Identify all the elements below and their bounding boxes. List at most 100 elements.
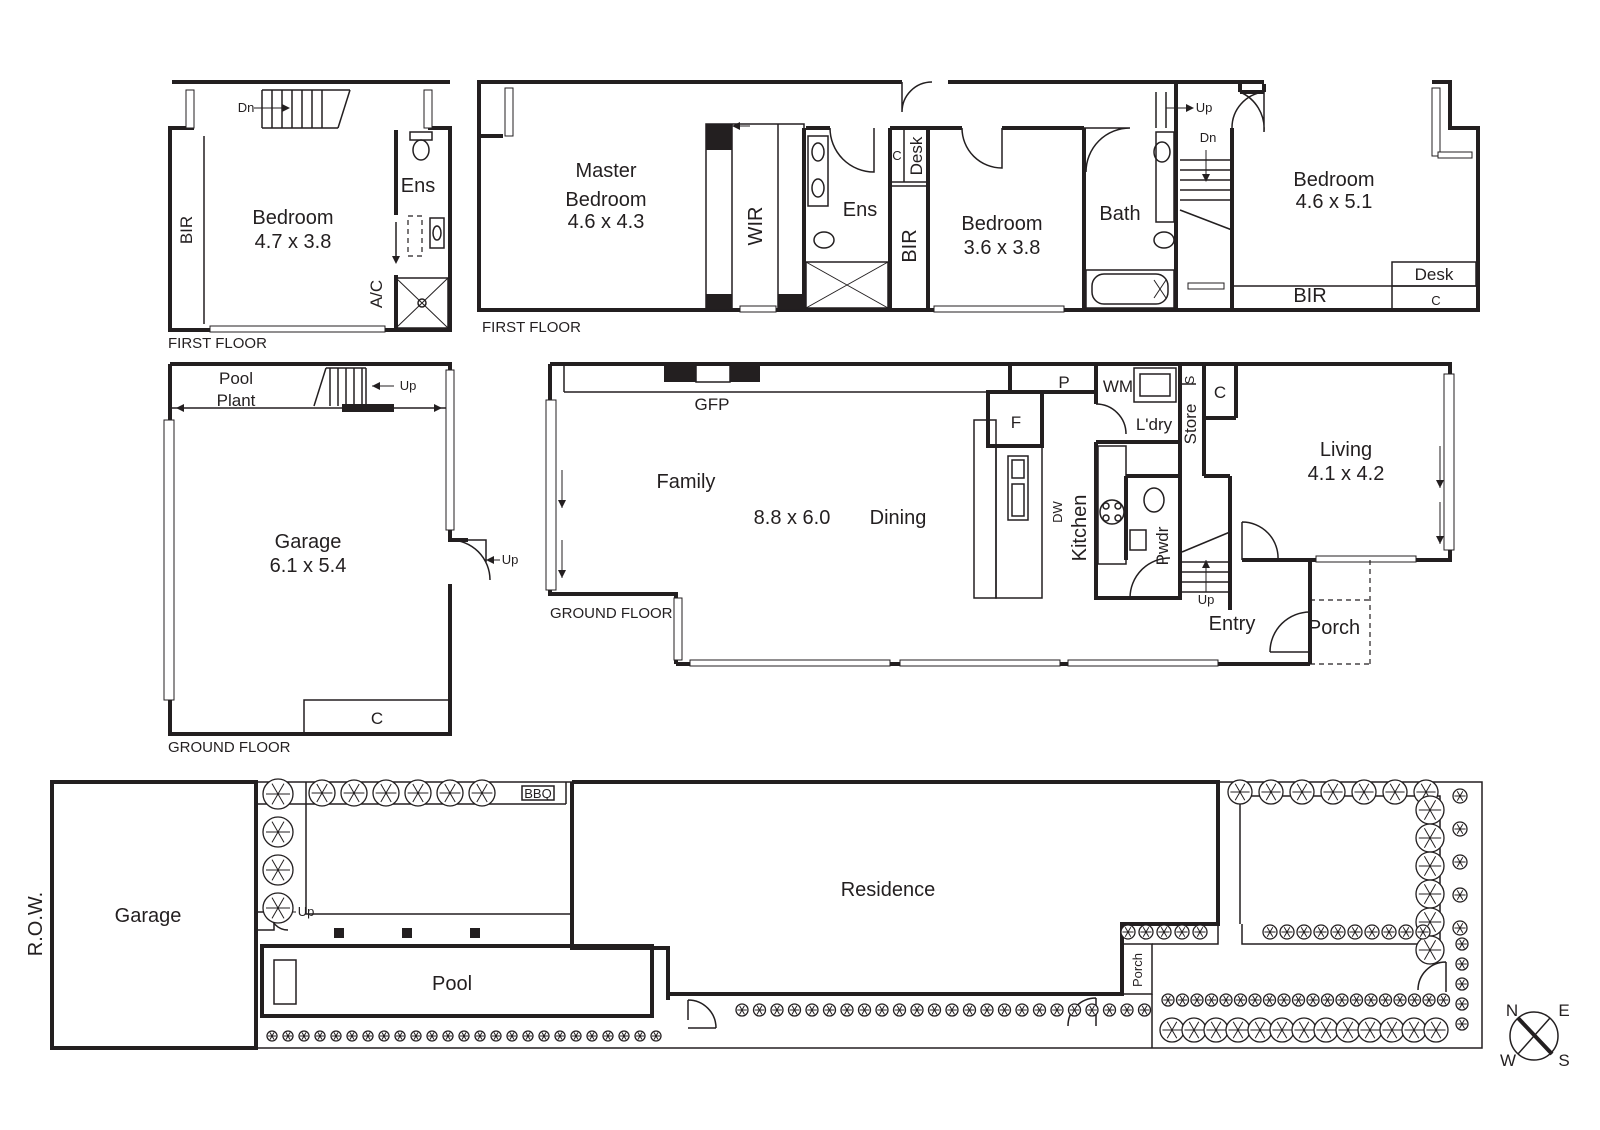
bir-label: BIR <box>177 216 196 244</box>
dw-label: DW <box>1050 500 1065 522</box>
s-label: S <box>1182 375 1197 384</box>
compass-n: N <box>1506 1001 1518 1020</box>
tree-icon <box>1393 993 1407 1007</box>
tree-icon <box>1436 993 1451 1007</box>
compass-e: E <box>1558 1001 1569 1020</box>
tree-icon <box>1455 997 1469 1011</box>
ldry-label: L'dry <box>1136 415 1173 434</box>
tree-icon <box>602 1030 614 1042</box>
tree-icon <box>1085 1003 1099 1017</box>
pwdr-label: Pwdr <box>1153 526 1172 565</box>
tree-icon <box>1313 1017 1339 1043</box>
tree-icon <box>586 1030 598 1042</box>
tree-icon <box>442 1030 454 1042</box>
tree-icon <box>1277 993 1291 1007</box>
tree-icon <box>1291 1017 1317 1043</box>
tree-icon <box>1137 1003 1152 1017</box>
tree-icon <box>962 1003 977 1017</box>
tree-icon <box>857 1003 872 1017</box>
tree-icon <box>618 1030 630 1042</box>
desk-label: Desk <box>907 136 926 175</box>
tree-icon <box>1415 935 1445 965</box>
tree-icon <box>770 1003 784 1017</box>
dining-label: Dining <box>870 507 927 529</box>
bath-label: Bath <box>1099 203 1140 225</box>
garage-size: 6.1 x 5.4 <box>270 555 347 577</box>
porch-label: Porch <box>1308 617 1360 639</box>
tree-icon <box>735 1003 749 1017</box>
tree-icon <box>522 1030 534 1042</box>
tree-icon <box>1269 1017 1295 1043</box>
tree-icon <box>308 779 336 807</box>
tree-icon <box>752 1003 767 1017</box>
tree-icon <box>282 1030 294 1042</box>
tree-icon <box>262 892 294 924</box>
tree-icon <box>1175 993 1190 1007</box>
tree-icon <box>1156 924 1172 940</box>
tree-icon <box>1190 993 1204 1007</box>
c-label: C <box>1214 383 1226 402</box>
tree-icon <box>330 1030 342 1042</box>
up-label: Up <box>298 904 315 919</box>
tree-icon <box>1347 924 1363 940</box>
dn-label: Dn <box>1200 130 1217 145</box>
tree-icon <box>1306 993 1320 1007</box>
entry-label: Entry <box>1209 613 1256 635</box>
tree-icon <box>1452 788 1468 804</box>
tree-icon <box>787 1003 802 1017</box>
tree-icon <box>1227 779 1253 805</box>
tree-icon <box>378 1030 390 1042</box>
garage-ground-floor-plan: Up Pool Plant Up C Garage 6.1 x 5.4 GROU… <box>163 362 518 756</box>
garden-trees <box>262 778 1469 1043</box>
bir2-label: BIR <box>1293 285 1326 307</box>
tree-icon <box>426 1030 438 1042</box>
tree-icon <box>1161 993 1175 1007</box>
tree-icon <box>1452 854 1468 870</box>
tree-icon <box>1351 779 1377 805</box>
tree-icon <box>1364 993 1378 1007</box>
c-label: C <box>371 709 383 728</box>
tree-icon <box>910 1003 924 1017</box>
tree-icon <box>1120 924 1136 940</box>
first-floor-caption: FIRST FLOOR <box>168 335 267 352</box>
tree-icon <box>1415 851 1445 881</box>
tree-icon <box>822 1003 837 1017</box>
tree-icon <box>1415 823 1445 853</box>
ground-floor-caption: GROUND FLOOR <box>168 739 291 756</box>
tree-icon <box>340 779 368 807</box>
tree-icon <box>980 1003 994 1017</box>
tree-icon <box>1320 779 1346 805</box>
tree-icon <box>1138 924 1154 940</box>
up-label: Up <box>400 378 417 393</box>
tree-icon <box>1407 993 1422 1007</box>
tree-icon <box>1233 993 1248 1007</box>
tree-icon <box>262 778 294 810</box>
ens-label: Ens <box>843 199 877 221</box>
bbq-label: BBQ <box>524 786 551 801</box>
tree-icon <box>1415 879 1445 909</box>
tree-icon <box>1289 779 1315 805</box>
house-ground-floor-plan: GFP P F DW Kitchen WM L'dry S Store C <box>545 362 1455 667</box>
bir-label: BIR <box>899 229 921 262</box>
tree-icon <box>1455 977 1469 991</box>
residence-label: Residence <box>841 879 936 901</box>
bedroom2-size: 3.6 x 3.8 <box>964 237 1041 259</box>
tree-icon <box>927 1003 942 1017</box>
first-floor-caption: FIRST FLOOR <box>482 319 581 336</box>
tree-icon <box>1364 924 1380 940</box>
tree-icon <box>314 1030 326 1042</box>
master-label: Master <box>575 160 636 182</box>
tree-icon <box>1120 1003 1134 1017</box>
compass-w: W <box>1500 1051 1516 1070</box>
master-size: 4.6 x 4.3 <box>568 211 645 233</box>
tree-icon <box>1378 993 1393 1007</box>
tree-icon <box>1203 1017 1229 1043</box>
ens-label: Ens <box>401 175 435 197</box>
tree-icon <box>262 854 294 886</box>
row-label: R.O.W. <box>25 892 47 956</box>
ac-label: A/C <box>367 280 386 308</box>
tree-icon <box>1219 993 1233 1007</box>
compass: N E W S <box>1500 1001 1570 1070</box>
tree-icon <box>1181 1017 1207 1043</box>
garage-first-floor-plan: Dn BIR Bedroom 4.7 x 3.8 Ens A/C FIRST F… <box>168 80 452 352</box>
